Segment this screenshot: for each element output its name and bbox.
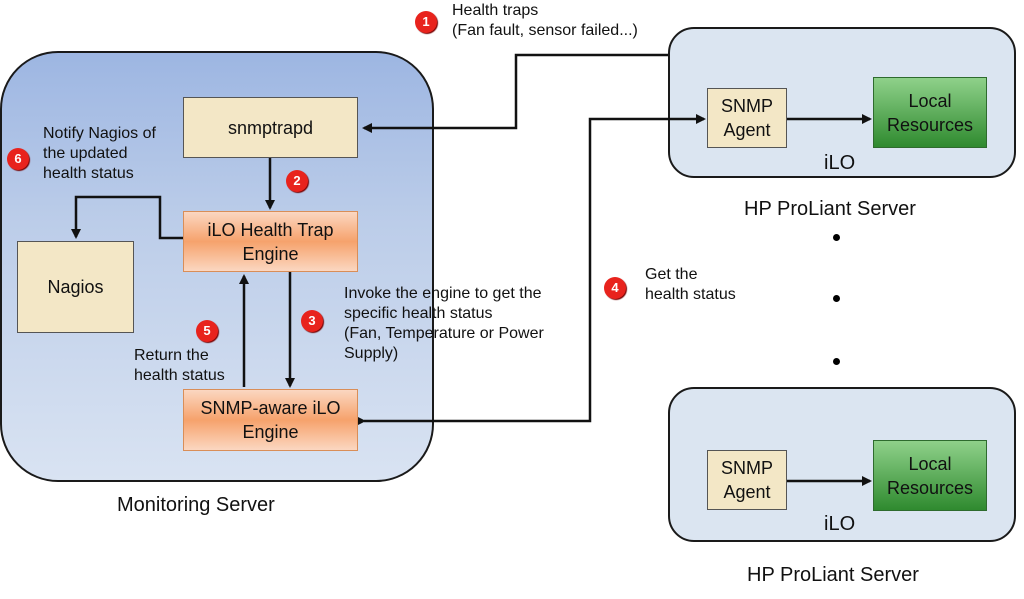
step-4-text: Get the health status bbox=[645, 266, 736, 303]
step-2-badge: 2 bbox=[286, 170, 308, 192]
nagios-box: Nagios bbox=[17, 241, 134, 333]
agent-label-2: Agent bbox=[723, 120, 771, 140]
step-5-badge: 5 bbox=[196, 320, 218, 342]
ilo-label-bottom: iLO bbox=[824, 513, 856, 535]
agent-label-1: SNMP bbox=[720, 458, 773, 478]
agent-label-1: SNMP bbox=[720, 96, 773, 116]
snmp-engine-box: SNMP-aware iLO Engine bbox=[183, 389, 358, 451]
local-resources-box-top: Local Resources bbox=[873, 77, 987, 148]
proliant-caption-bottom: HP ProLiant Server bbox=[747, 564, 919, 586]
ellipsis-dot bbox=[833, 358, 840, 365]
arrow-6 bbox=[71, 195, 186, 240]
snmptrapd-label: snmptrapd bbox=[227, 117, 314, 138]
step-3-text: Invoke the engine to get the specific he… bbox=[344, 285, 544, 362]
arrow-trap bbox=[362, 53, 668, 133]
snmptrapd-box: snmptrapd bbox=[183, 97, 358, 158]
step-4-badge: 4 bbox=[604, 277, 626, 299]
step-1-badge: 1 bbox=[415, 11, 437, 33]
trap-engine-label-1: iLO Health Trap bbox=[207, 219, 334, 240]
resources-label-2: Resources bbox=[886, 114, 974, 135]
resources-label-1: Local bbox=[908, 90, 952, 111]
nagios-label: Nagios bbox=[47, 277, 104, 297]
proliant-caption-top: HP ProLiant Server bbox=[744, 198, 916, 220]
resources-label-1: Local bbox=[908, 453, 952, 474]
snmp-agent-box-top: SNMP Agent bbox=[707, 88, 787, 148]
ellipsis-dot bbox=[833, 234, 840, 241]
resources-label-2: Resources bbox=[886, 477, 974, 498]
step-3-badge: 3 bbox=[301, 310, 323, 332]
step-5-text: Return the health status bbox=[134, 347, 225, 384]
step-6-text: Notify Nagios of the updated health stat… bbox=[43, 125, 156, 182]
agent-label-2: Agent bbox=[723, 482, 771, 502]
local-resources-box-bottom: Local Resources bbox=[873, 440, 987, 511]
arrow-4 bbox=[356, 114, 706, 426]
snmp-engine-label-2: Engine bbox=[242, 422, 299, 442]
ilo-label-top: iLO bbox=[824, 152, 856, 174]
trap-engine-box: iLO Health Trap Engine bbox=[183, 211, 358, 272]
step-6-badge: 6 bbox=[7, 148, 29, 170]
snmp-engine-label-1: SNMP-aware iLO bbox=[200, 398, 341, 418]
monitoring-server-caption: Monitoring Server bbox=[117, 494, 275, 516]
ellipsis-dot bbox=[833, 295, 840, 302]
snmp-agent-box-bottom: SNMP Agent bbox=[707, 450, 787, 510]
step-1-text: Health traps (Fan fault, sensor failed..… bbox=[452, 2, 638, 39]
trap-engine-label-2: Engine bbox=[242, 243, 299, 264]
